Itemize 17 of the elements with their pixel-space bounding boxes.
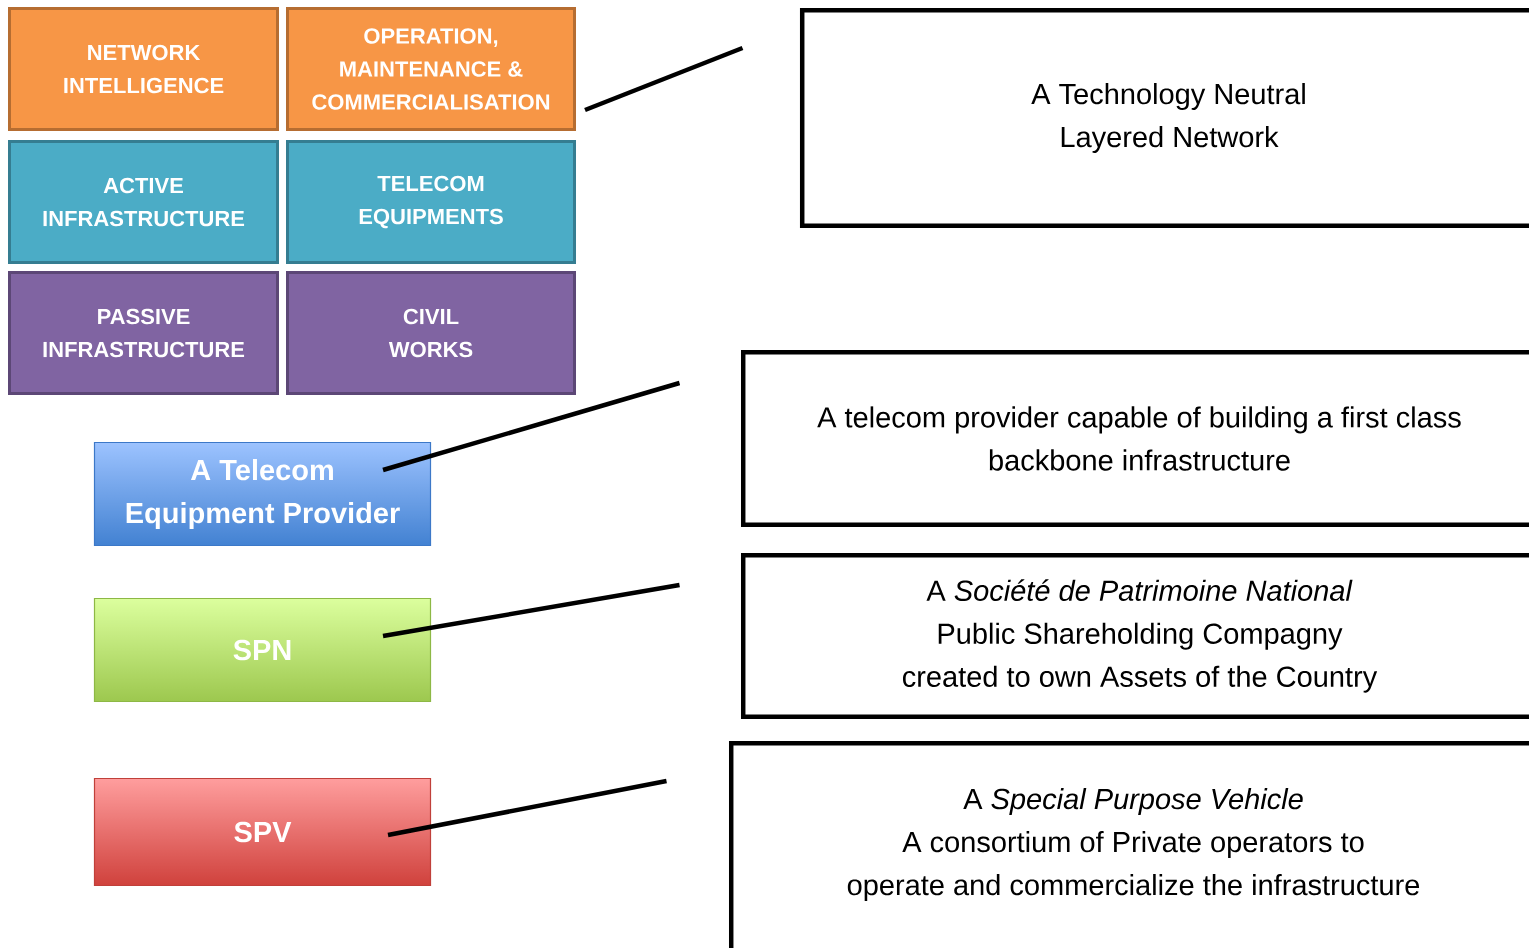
layer-box: PASSIVE INFRASTRUCTURE bbox=[8, 271, 279, 395]
description-box: A telecom provider capable of building a first class backbone infrastructure bbox=[740, 349, 1529, 528]
layer-box: ACTIVE INFRASTRUCTURE bbox=[8, 140, 279, 264]
entity-box: A Telecom Equipment Provider bbox=[93, 441, 432, 547]
layer-box: NETWORK INTELLIGENCE bbox=[8, 7, 279, 131]
connector-line bbox=[382, 380, 681, 473]
connector-line bbox=[584, 45, 744, 113]
connector-line bbox=[387, 778, 667, 838]
layer-box: TELECOM EQUIPMENTS bbox=[286, 140, 576, 264]
entity-box: SPV bbox=[93, 777, 432, 887]
description-box: A Société de Patrimoine National Public Shareholding Compagny created to own Assets of the Country bbox=[740, 552, 1529, 720]
description-box: A Technology Neutral Layered Network bbox=[799, 7, 1529, 229]
description-box: A Special Purpose Vehicle A consortium of Private operators to operate and commercialize the infrastructure bbox=[728, 740, 1529, 948]
entity-box: SPN bbox=[93, 597, 432, 703]
layer-box: CIVIL WORKS bbox=[286, 271, 576, 395]
layer-box: OPERATION, MAINTENANCE & COMMERCIALISATION bbox=[286, 7, 576, 131]
connector-line bbox=[382, 582, 680, 639]
